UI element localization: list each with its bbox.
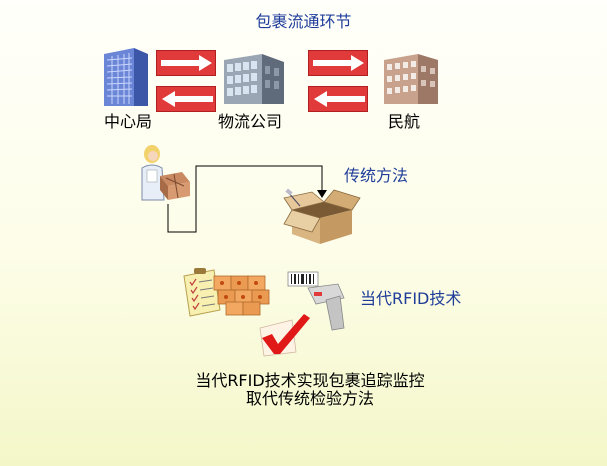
checkmark-icon <box>259 314 310 357</box>
node-label-logistics: 物流公司 <box>218 112 283 131</box>
left-arrow-icon <box>162 91 213 107</box>
brick-building-icon <box>384 54 438 104</box>
barcode-scanner-icon <box>287 271 345 331</box>
right-arrow-icon <box>161 55 212 71</box>
diagram-title: 包裹流通环节 <box>255 12 352 31</box>
node-label-center: 中心局 <box>104 112 153 131</box>
node-label-aviation: 民航 <box>388 112 421 131</box>
worker-with-packages-icon <box>141 145 190 201</box>
open-box-icon <box>283 188 361 244</box>
office-building-icon <box>104 48 148 106</box>
arrow-left-logistics-to-center <box>156 86 216 112</box>
arrow-right-center-to-logistics <box>156 50 216 76</box>
arrow-left-aviation-to-logistics <box>308 86 368 112</box>
conclusion-line-2: 取代传统检验方法 <box>245 389 374 408</box>
rfid-technology-label: 当代RFID技术 <box>360 289 462 308</box>
checklist-icon <box>183 268 221 317</box>
traditional-method-label: 传统方法 <box>344 166 409 185</box>
boxes-icon <box>213 275 270 316</box>
arrow-right-logistics-to-aviation <box>308 50 368 76</box>
right-arrow-icon <box>313 55 364 71</box>
glass-building-icon <box>224 54 284 104</box>
left-arrow-icon <box>314 91 365 107</box>
conclusion-line-1: 当代RFID技术实现包裹追踪监控 <box>195 371 425 390</box>
